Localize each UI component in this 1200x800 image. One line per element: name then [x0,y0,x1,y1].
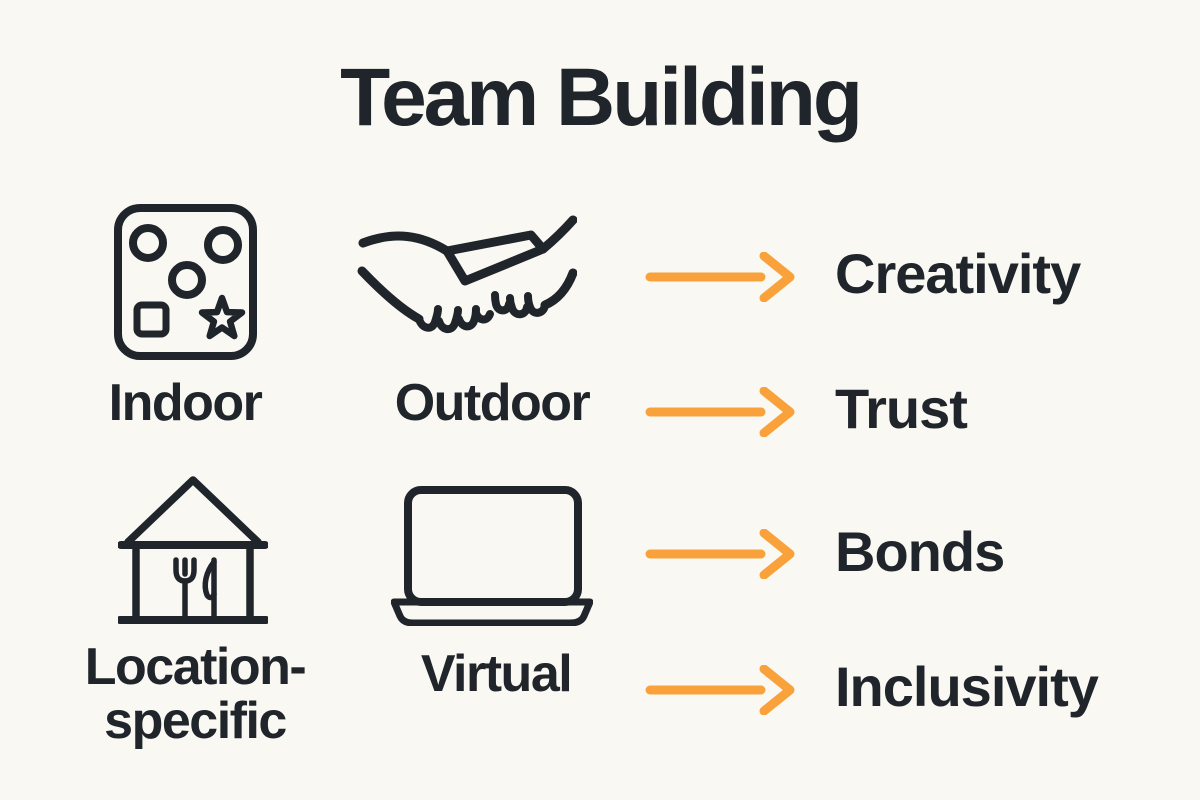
handshake-icon-svg [357,215,577,334]
right-arrow-icon [645,252,795,302]
board-game-icon [113,203,258,361]
laptop-icon [391,486,593,626]
outcome-label-trust: Trust [835,377,968,440]
board-game-icon-svg [114,204,257,360]
right-arrow-icon [645,529,795,579]
outcome-label-bonds: Bonds [835,520,1005,583]
handshake-icon [355,207,577,339]
outcome-label-inclusivity: Inclusivity [835,655,1099,718]
category-label-indoor: Indoor [108,374,263,432]
outcome-label-creativity: Creativity [835,242,1081,305]
category-label-virtual: Virtual [420,645,573,703]
restaurant-house-icon [118,476,268,628]
restaurant-house-icon-svg [118,476,268,624]
page-title: Team Building [340,52,863,143]
right-arrow-icon [645,387,795,437]
right-arrow-icon [645,665,795,715]
label-line-1: Location- [84,638,307,696]
laptop-icon-svg [391,486,593,626]
label-line-2: specific [104,692,287,750]
category-label-location-specific: Location- specific [50,640,340,748]
category-label-outdoor: Outdoor [394,374,591,432]
